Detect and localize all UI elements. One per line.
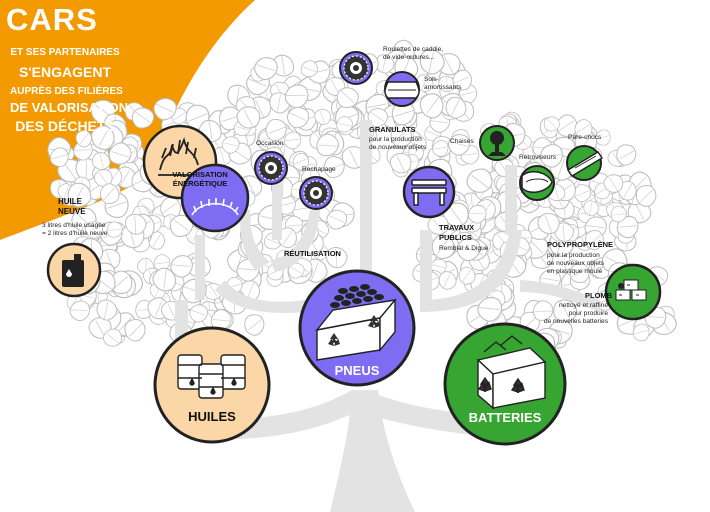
occasion-label: Occasion [256, 140, 284, 147]
leaf [242, 312, 266, 338]
huile-note-1: 3 litres d'huile usagée [42, 222, 106, 229]
jerrycan-icon [62, 254, 84, 287]
splash-icon [618, 283, 624, 289]
valorisation-label-2: ÉNERGÉTIQUE [172, 179, 228, 188]
header-title: CARS [6, 2, 98, 37]
leaf [465, 167, 494, 194]
pare-chocs-label: Pare-chocs [568, 134, 602, 141]
chaises-label: Chaises [450, 138, 474, 145]
header-line-2: S'ENGAGENT [18, 64, 111, 80]
rechapage-label: Rechapage [302, 166, 336, 173]
leaf [123, 318, 147, 343]
plomb-sub-3: de nouvelles batteries [543, 318, 608, 325]
lead-bars-icon [615, 279, 647, 301]
mirror-icon [521, 170, 553, 194]
valorisation-label-1: VALORISATION [172, 170, 228, 179]
tire-pallet-icon [315, 284, 397, 361]
huile-neuve-label-1: HUILE [58, 197, 82, 206]
huile-neuve-label-2: NEUVE [58, 207, 86, 216]
poly-sub-3: en plastique moulé [547, 268, 603, 275]
poly-sub-1: pour la production [547, 252, 600, 259]
granulats-sub-1: pour la production [369, 136, 422, 143]
header-line-5: DES DÉCHETS [15, 118, 115, 134]
coil-icon [191, 198, 239, 216]
tire-occasion-icon [258, 155, 284, 181]
pneus-label: PNEUS [334, 363, 380, 378]
roulettes-label-1: Roulettes de caddie, [383, 46, 444, 53]
header-line-1: ET SES PARTENAIRES [10, 47, 120, 58]
tire-rechapage-icon [303, 180, 329, 206]
leaf [336, 87, 360, 109]
oil-barrels-icon [177, 354, 246, 399]
travaux-label-2: PUBLICS [439, 233, 472, 242]
travaux-label-1: TRAVAUX [439, 223, 475, 232]
roulettes-label-2: de vide-ordures... [383, 54, 435, 61]
battery-box-icon [476, 335, 547, 410]
leaf [100, 183, 120, 204]
sols-label-1: Sols [424, 76, 437, 83]
poly-sub-2: de nouveaux objets [547, 260, 605, 267]
tree-trunk [175, 120, 600, 512]
reutilisation-label: RÉUTILISATION [284, 249, 341, 258]
caster-wheel-icon [343, 55, 369, 81]
travaux-sub: Remblai & Digue [439, 245, 489, 252]
floor-mat-icon [384, 81, 420, 99]
bench-icon [411, 179, 447, 206]
plomb-label: PLOMB [585, 291, 613, 300]
header-line-4: DE VALORISATION [10, 100, 128, 115]
chair-icon [488, 131, 506, 156]
huiles-label: HUILES [188, 409, 236, 424]
batteries-label: BATTERIES [468, 410, 542, 425]
plomb-sub-2: pour produire [568, 310, 608, 317]
granulats-label: GRANULATS [369, 125, 416, 134]
granulats-sub-2: de nouveaux objets [369, 144, 427, 151]
sols-label-2: amortissants [424, 84, 462, 91]
bumper-icon [567, 151, 603, 177]
header-line-3: AUPRÈS DES FILIÈRES [10, 86, 123, 97]
polypropylene-label: POLYPROPYLÈNE [547, 240, 613, 249]
retroviseurs-label: Rétroviseurs [519, 154, 557, 161]
plomb-sub-1: nettoyé et raffiné [559, 302, 608, 309]
huile-note-2: = 2 litres d'huile neuve [42, 230, 108, 237]
